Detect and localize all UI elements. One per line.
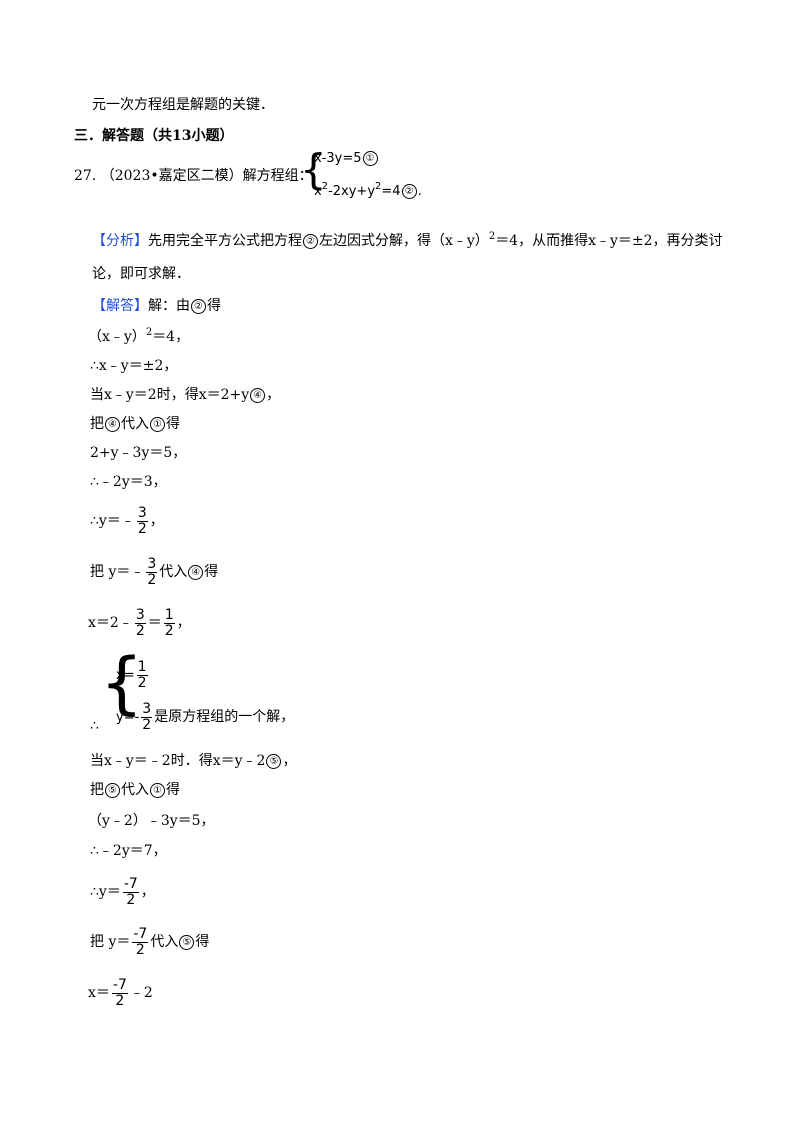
circled-five-icon: ⑤ <box>179 934 195 950</box>
circled-four-icon: ④ <box>105 416 120 432</box>
problem-source: （2023•嘉定区二模）解方程组： <box>100 168 313 184</box>
solution-y-1-line: ∴ <box>90 718 99 734</box>
step-equation-c: （y﹣2）﹣3y＝5， <box>88 813 215 829</box>
step-equation-d: ∴﹣2y＝7， <box>90 843 167 859</box>
circled-four-icon: ④ <box>250 387 266 403</box>
circled-two-icon: ② <box>401 184 417 199</box>
left-brace-icon: { <box>100 644 144 723</box>
analysis-line-2: 论，即可求解． <box>92 266 190 282</box>
step-equation-a: 2+y﹣3y＝5， <box>90 445 187 461</box>
circled-one-icon: ① <box>150 782 165 798</box>
step-equation-b: ∴﹣2y＝3， <box>90 474 167 490</box>
problem-heading: 27. （2023•嘉定区二模）解方程组： <box>74 167 313 185</box>
circled-one-icon: ① <box>362 151 378 166</box>
analysis-tag: 【分析】 <box>92 233 148 249</box>
circled-two-icon: ② <box>191 298 206 314</box>
circled-five-icon: ⑤ <box>266 753 282 769</box>
circled-five-icon: ⑤ <box>105 782 120 798</box>
intro-line: 元一次方程组是解题的关键． <box>92 97 274 113</box>
circled-one-icon: ① <box>150 416 165 432</box>
step-square: （x﹣y）2＝4， <box>88 327 190 345</box>
step-plus-minus: ∴x﹣y＝±2， <box>90 358 178 374</box>
problem-number: 27. <box>74 168 97 184</box>
section-title: 三．解答题（共13小题） <box>74 128 234 144</box>
circled-two-icon: ② <box>303 233 318 249</box>
left-brace-icon: { <box>300 145 327 194</box>
circled-four-icon: ④ <box>188 564 204 580</box>
solution-1-conclusion: 是原方程组的一个解， <box>154 709 295 725</box>
solution-tag: 【解答】 <box>92 298 148 314</box>
